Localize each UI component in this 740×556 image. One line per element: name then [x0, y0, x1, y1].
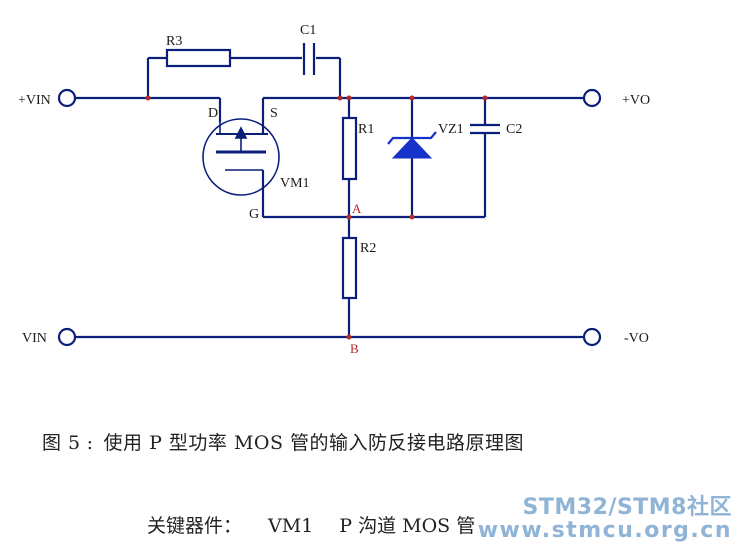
label-pin-s: S	[270, 106, 278, 121]
label-c1: C1	[300, 23, 316, 38]
caption-separator: :	[86, 432, 94, 454]
terminal-vo-pos	[582, 88, 602, 108]
label-vm1: VM1	[280, 176, 310, 191]
terminal-vo-neg	[582, 327, 602, 347]
watermark-line1: STM32/STM8社区	[522, 495, 732, 520]
label-r1: R1	[358, 122, 374, 137]
label-r2: R2	[360, 241, 376, 256]
label-vin-pos: +VIN	[18, 93, 51, 108]
figure-caption: 图 5: 使用 P 型功率 MOS 管的输入防反接电路原理图	[42, 428, 524, 455]
watermark: STM32/STM8社区 www.stmcu.org.cn	[478, 496, 732, 542]
label-c2: C2	[506, 122, 522, 137]
zener-vz1	[387, 131, 437, 159]
label-r3: R3	[166, 34, 182, 49]
caption-text: 使用 P 型功率 MOS 管的输入防反接电路原理图	[103, 432, 525, 454]
junction-c2-top	[482, 95, 488, 101]
junction-c1	[337, 95, 343, 101]
label-vz1: VZ1	[438, 122, 464, 137]
mosfet-vm1	[202, 118, 280, 196]
label-vo-neg: -VO	[624, 331, 649, 346]
label-node-a: A	[352, 201, 362, 216]
key-components-part: VM1	[268, 515, 314, 537]
label-pin-d: D	[208, 106, 218, 121]
junction-r1-top	[346, 95, 352, 101]
watermark-line2: www.stmcu.org.cn	[477, 518, 732, 544]
resistor-r3	[165, 48, 232, 68]
terminal-vin-pos	[57, 88, 77, 108]
junction-zener-top	[409, 95, 415, 101]
label-node-b: B	[350, 341, 359, 356]
junction-zener-bottom	[409, 214, 415, 220]
junction-r3	[145, 95, 151, 101]
circuit-schematic: +VIN VIN +VO -VO R3 C1 R1 R2 VZ1 C2 VM1 …	[18, 23, 650, 356]
label-vin-neg: VIN	[22, 331, 47, 346]
key-components-desc: P 沟道 MOS 管	[339, 515, 476, 537]
label-pin-g: G	[249, 207, 259, 222]
junction-b	[346, 334, 352, 340]
key-components-label: 关键器件：	[147, 515, 243, 537]
key-components-line: 关键器件： VM1 P 沟道 MOS 管	[147, 511, 501, 538]
terminal-vin-neg	[57, 327, 77, 347]
resistor-r2	[341, 236, 358, 300]
figure-number: 图 5	[42, 432, 81, 454]
junction-a	[346, 214, 352, 220]
label-vo-pos: +VO	[622, 93, 650, 108]
resistor-r1	[341, 116, 358, 181]
